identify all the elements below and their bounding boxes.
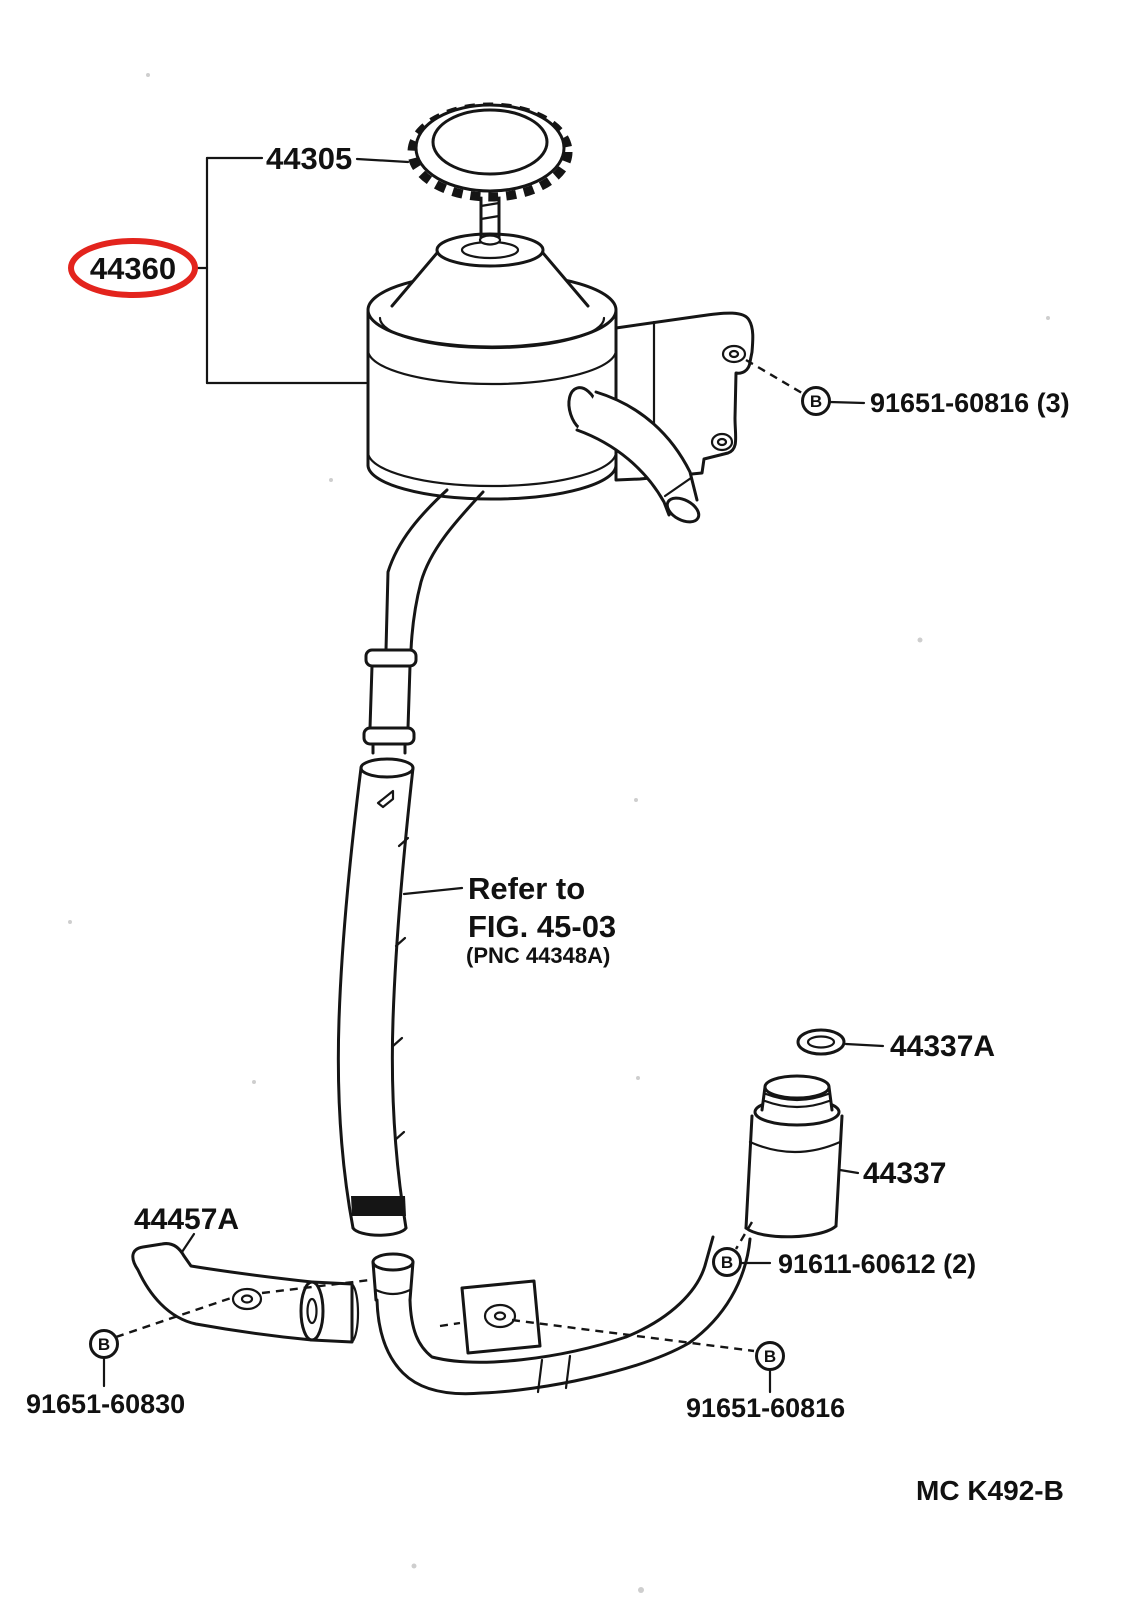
hose-flow-mark: [376, 789, 395, 809]
callout-lines-top: [194, 156, 410, 385]
outlet-pipe: [567, 386, 701, 524]
filler-neck: [390, 232, 590, 308]
part-label-bracket-bolt: 91651-60830: [26, 1389, 185, 1419]
tube-bolt-callout: B 91611-60612 (2): [712, 1221, 976, 1279]
oring-callout: 44337A: [796, 1028, 995, 1063]
hose-note-callout: Refer to FIG. 45-03 (PNC 44348A): [402, 871, 616, 968]
clamp-plate-callout: B 91651-60816: [439, 1279, 845, 1423]
bolt-symbol: B: [98, 1335, 110, 1354]
hose-note-line1: Refer to: [468, 871, 585, 906]
highlighted-part-callout: 44360: [68, 238, 198, 298]
support-bracket: 44457A: [131, 1203, 371, 1344]
part-label-clamp-bolt: 91651-60816: [686, 1393, 845, 1423]
reservoir-bolt-callout: B 91651-60816 (3): [745, 358, 1070, 418]
connector-pipe: [362, 488, 485, 755]
figure-code: MC K492-B: [916, 1475, 1064, 1506]
part-label-cap: 44305: [266, 141, 352, 176]
reservoir-cap: [407, 102, 573, 246]
bolt-symbol: B: [721, 1253, 733, 1272]
part-label-suction-tube: 44337: [863, 1157, 946, 1190]
highlight-oval: [68, 238, 198, 298]
lower-pipe: [371, 1235, 752, 1396]
suction-tube: 44337: [744, 1074, 946, 1239]
hose-note-line3: (PNC 44348A): [466, 943, 610, 968]
scan-artifacts: [68, 73, 1050, 1593]
bolt-circle-icon: [712, 1247, 742, 1277]
part-label-bracket: 44457A: [134, 1203, 239, 1236]
bracket-bolt-callout: B 91651-60830: [26, 1295, 235, 1419]
part-label-reservoir-bolt: 91651-60816 (3): [870, 388, 1070, 418]
bolt-circle-icon: [801, 386, 831, 416]
bolt-symbol: B: [764, 1347, 776, 1366]
part-label-tube-bolt: 91611-60612 (2): [778, 1249, 976, 1279]
part-label-oring: 44337A: [890, 1030, 995, 1063]
part-label-reservoir-assy: 44360: [90, 251, 176, 286]
hose-note-line2: FIG. 45-03: [468, 909, 616, 944]
return-hose: [336, 757, 415, 1237]
reservoir-tank: [366, 271, 618, 501]
bolt-symbol: B: [810, 392, 822, 411]
